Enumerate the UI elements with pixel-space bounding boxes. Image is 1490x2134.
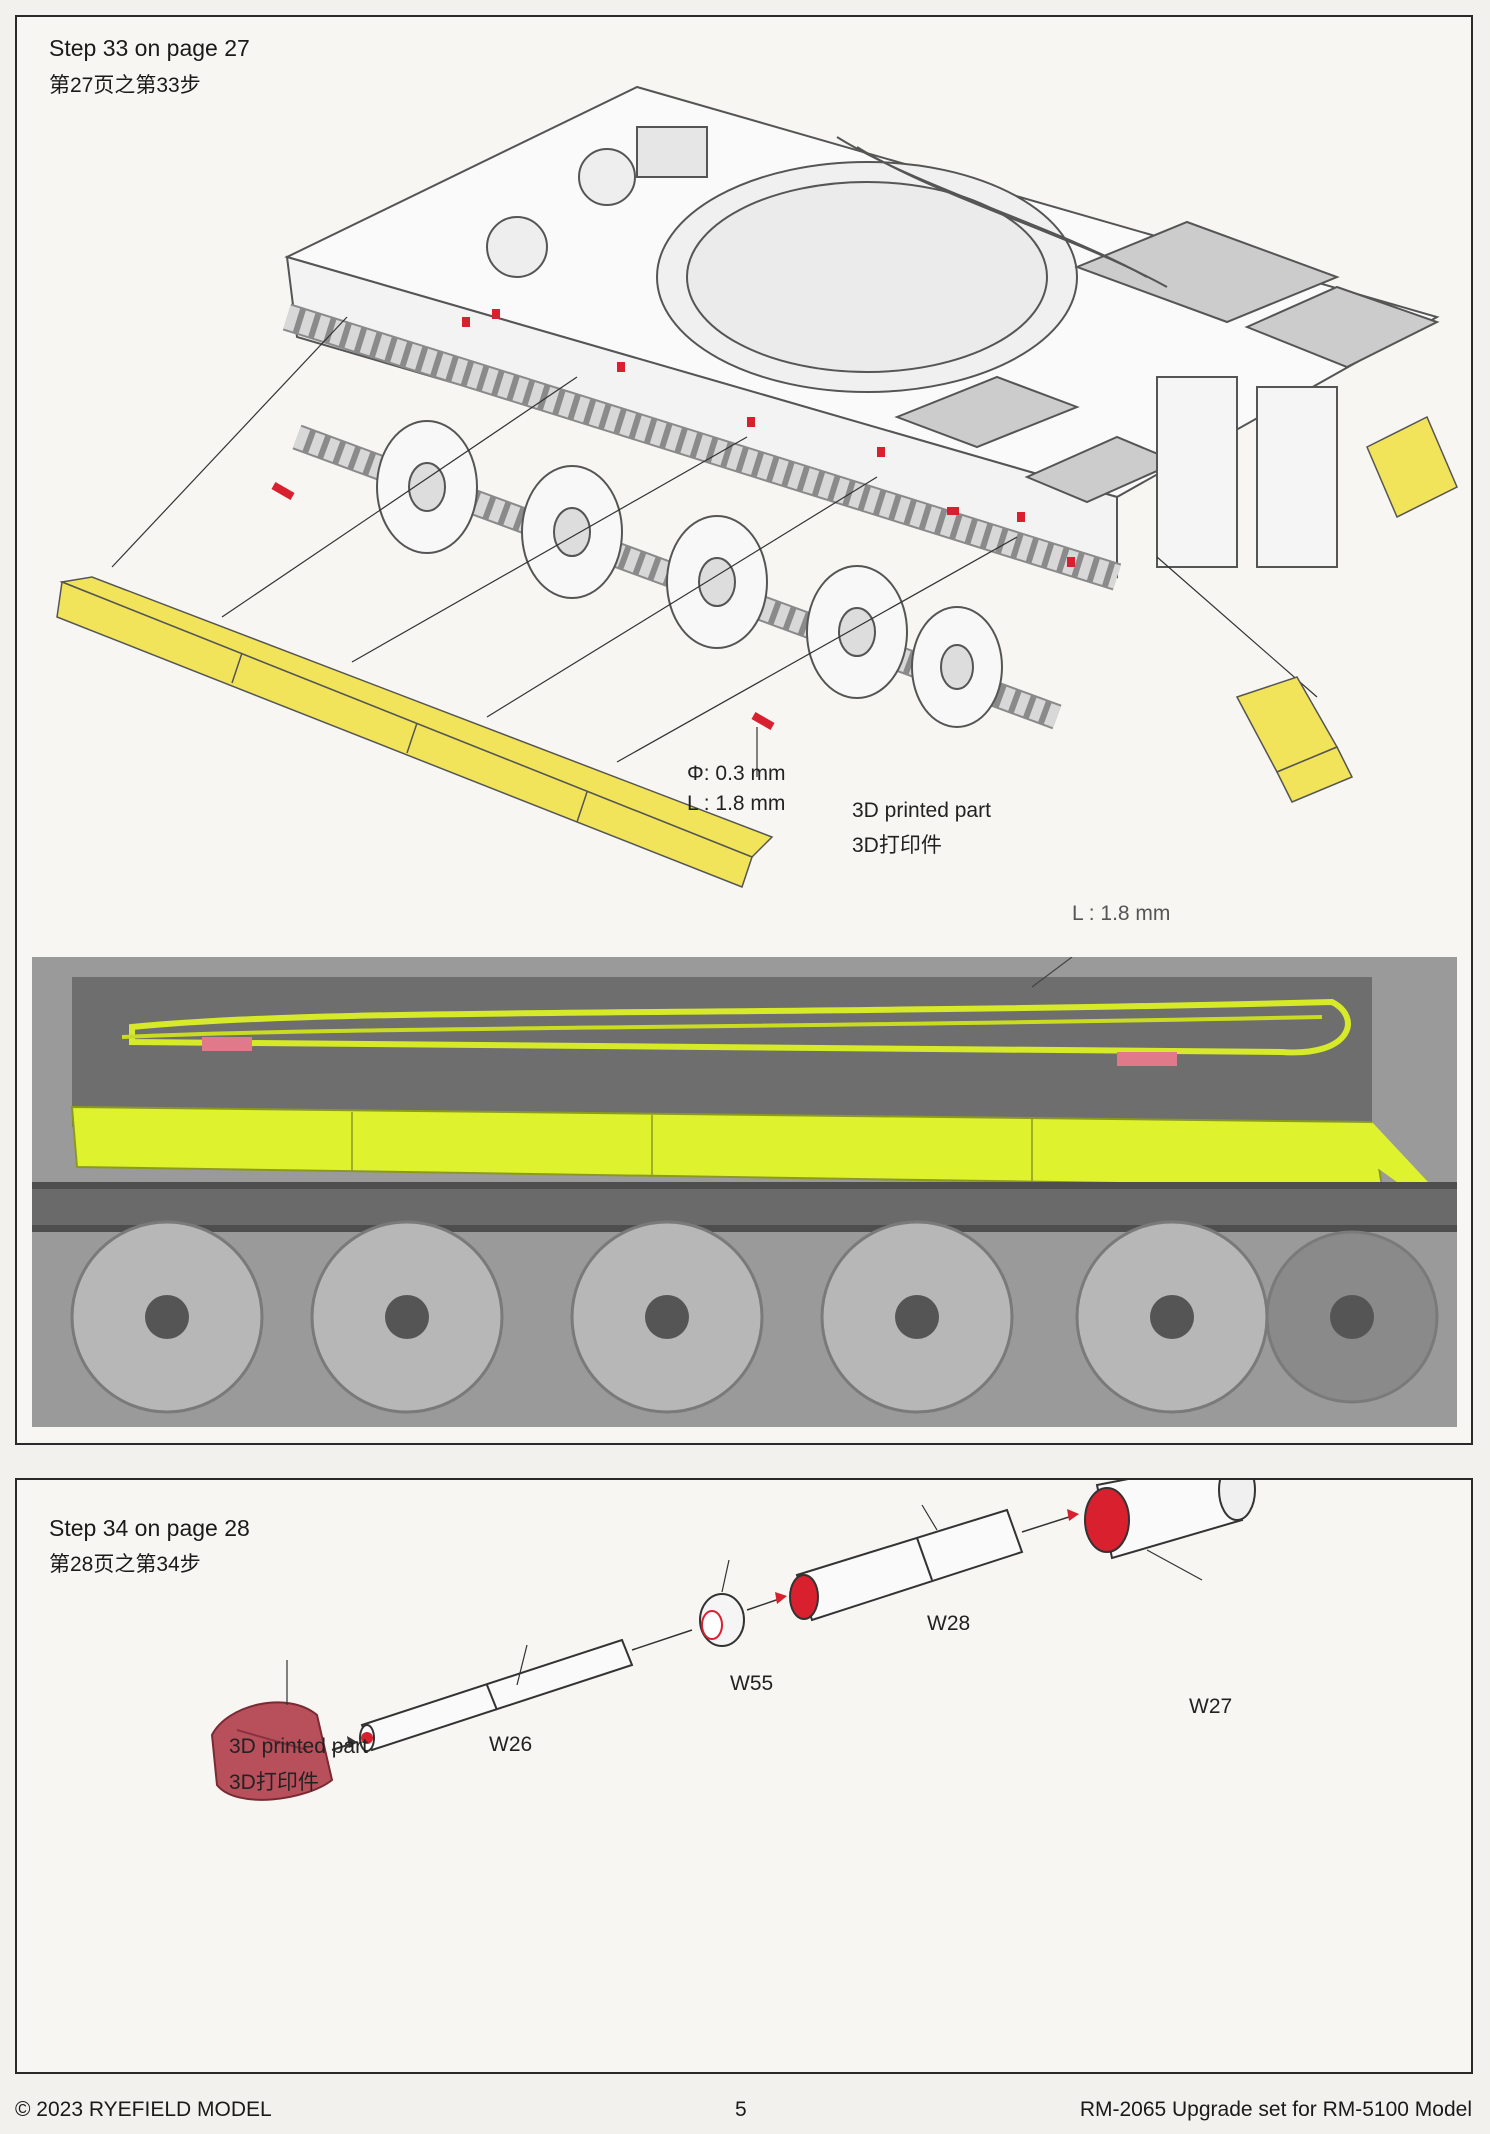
step34-printed-label-en: 3D printed part [229,1735,368,1758]
gun-barrel-drawing [210,1480,1256,1801]
step-34-panel: Step 34 on page 28 第28页之第34步 [15,1478,1473,2074]
part-w55-label: W55 [730,1672,774,1695]
step34-printed-label-cn: 3D打印件 [229,1771,319,1794]
footer-page-number: 5 [735,2098,747,2121]
step-33-title: Step 33 on page 27 [49,35,250,61]
reference-photo [32,957,1457,1427]
photo-length-label: L : 1.8 mm [1072,902,1171,925]
part-w26-label: W26 [489,1733,533,1756]
step-34-title: Step 34 on page 28 [49,1515,250,1541]
step-34-subtitle: 第28页之第34步 [49,1553,201,1576]
printed-part-label-cn: 3D打印件 [852,834,942,857]
part-w28-label: W28 [927,1612,971,1635]
dim-diameter-label: Φ: 0.3 mm [687,762,786,785]
step-33-panel: Step 33 on page 27 第27页之第33步 [15,15,1473,1445]
step-33-subtitle: 第27页之第33步 [49,74,201,97]
footer-product: RM-2065 Upgrade set for RM-5100 Model [1079,2098,1472,2121]
dim-length-label: L : 1.8 mm [687,792,786,815]
printed-part-label-en: 3D printed part [852,799,991,822]
tank-hull-drawing [56,85,1458,888]
footer-copyright: © 2023 RYEFIELD MODEL [15,2098,272,2121]
part-w27-label: W27 [1189,1695,1233,1718]
